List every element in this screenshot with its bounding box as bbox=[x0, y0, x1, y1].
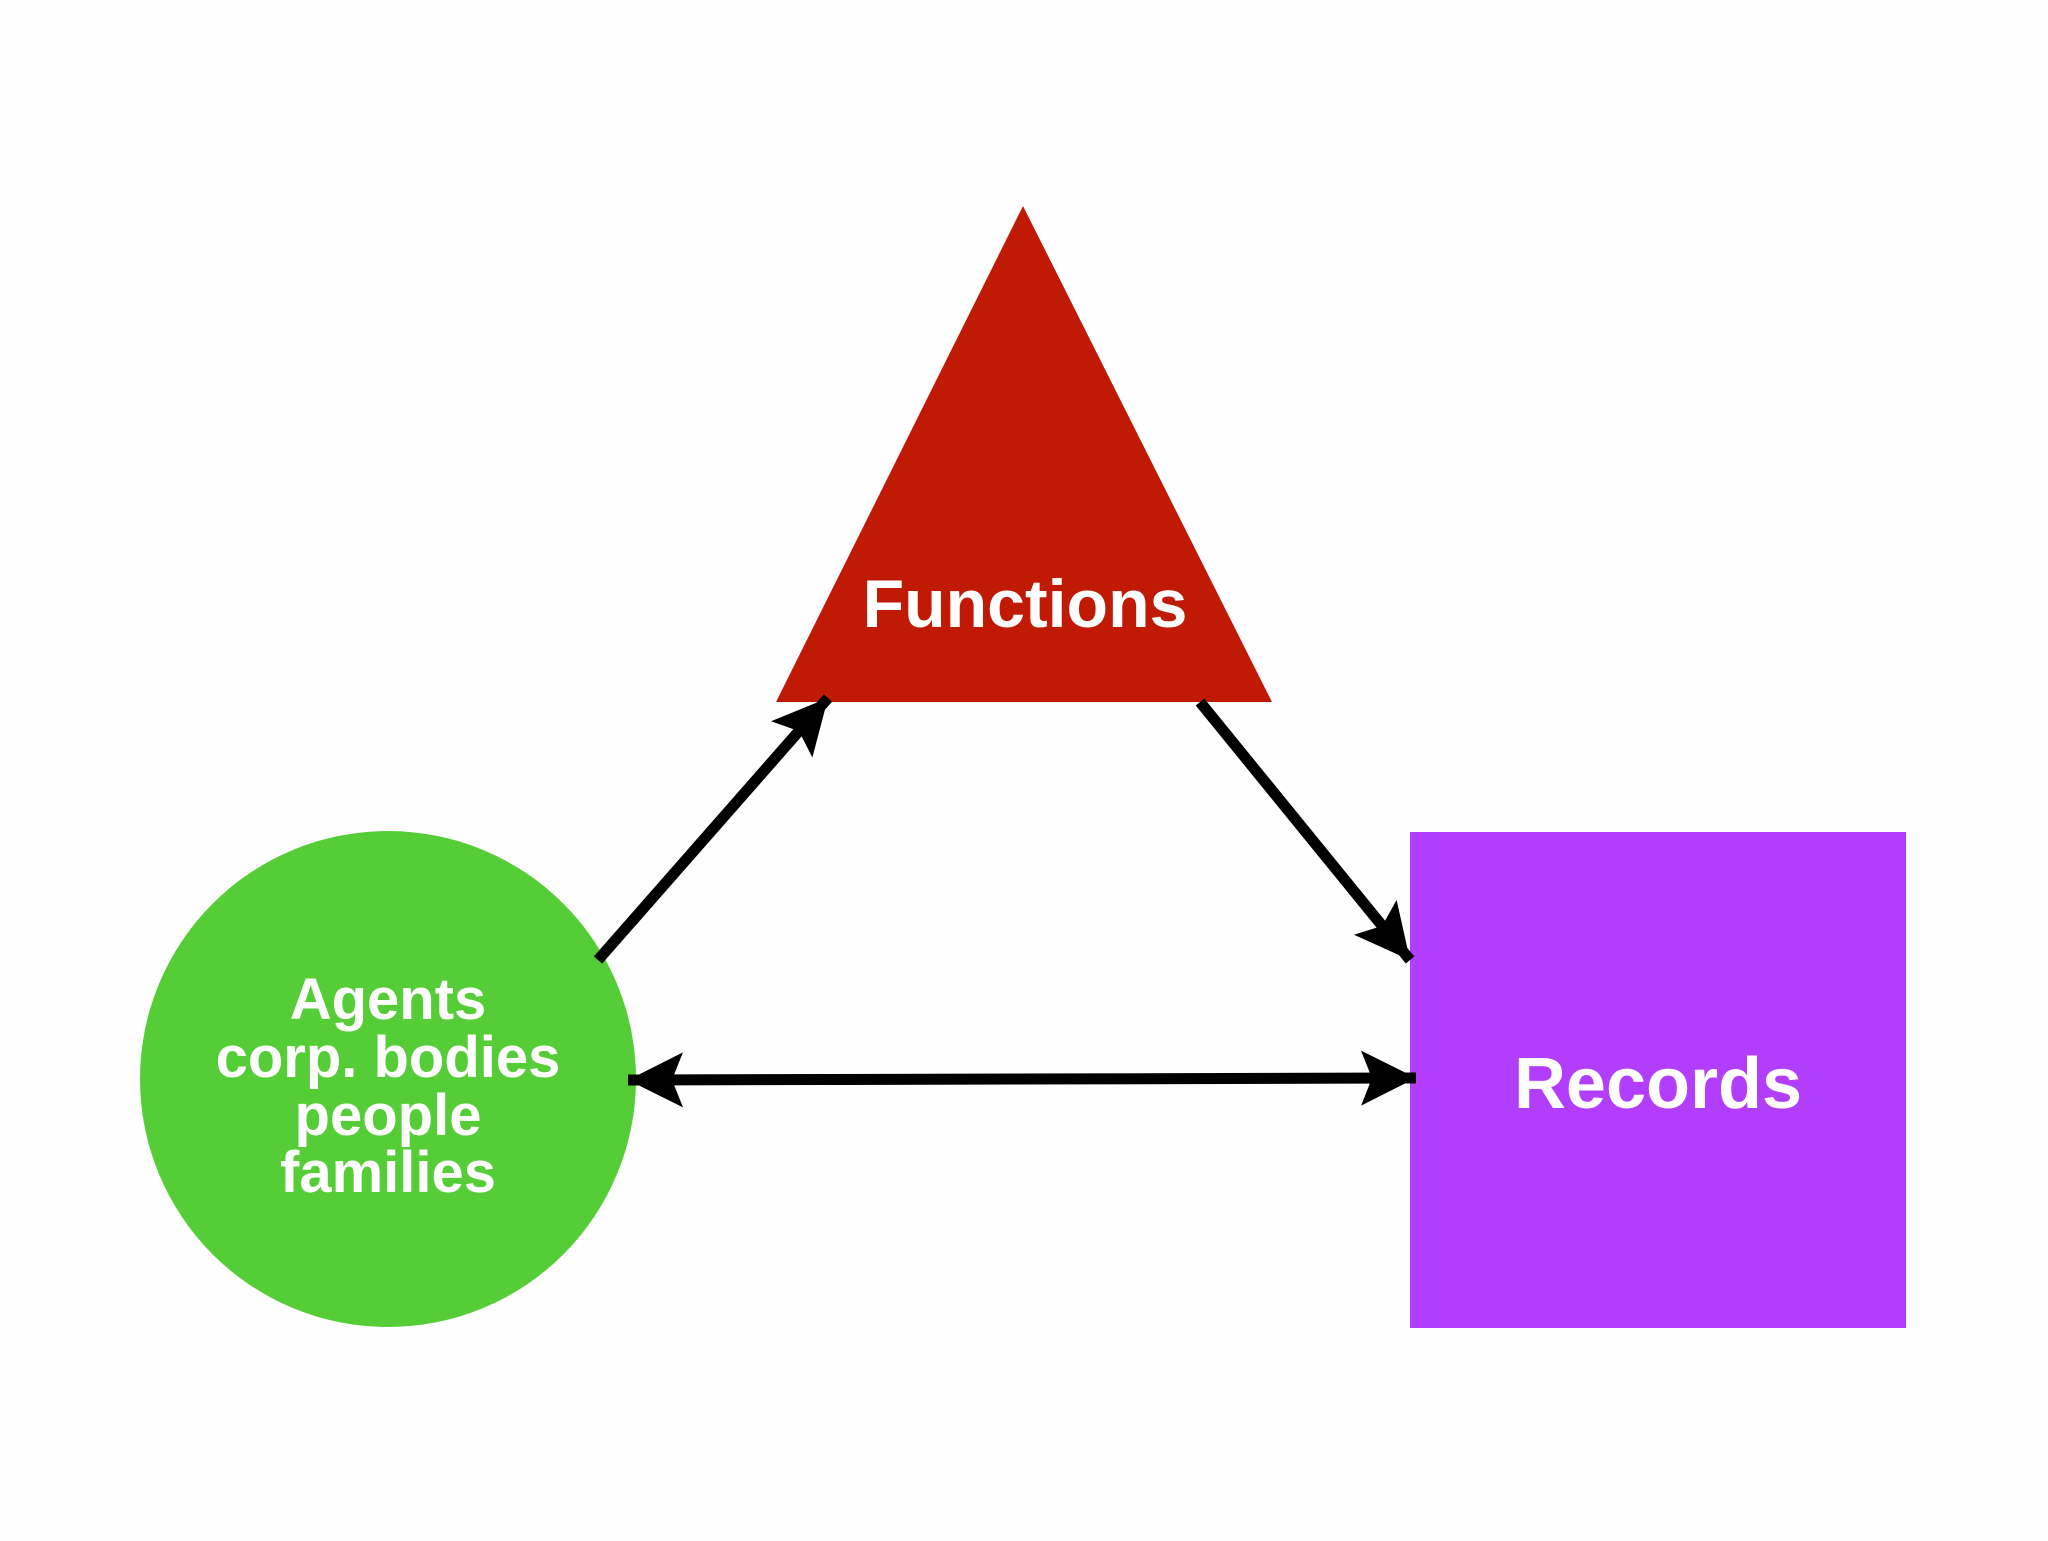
functions-triangle bbox=[776, 206, 1272, 702]
arrow-agents-records-bidirectional bbox=[627, 1050, 1417, 1108]
agents-circle bbox=[140, 831, 636, 1327]
records-label: Records bbox=[1514, 1044, 1802, 1124]
arrow-functions-to-records bbox=[1195, 698, 1415, 964]
records-square bbox=[1410, 832, 1906, 1328]
functions-node: Functions bbox=[776, 206, 1272, 702]
agents-label-line-2: corp. bodies bbox=[216, 1025, 561, 1090]
agents-label-line-1: Agents bbox=[290, 967, 487, 1032]
arrow-agents-to-functions bbox=[593, 694, 833, 964]
agents-label-line-4: families bbox=[280, 1140, 496, 1205]
agents-node: Agents corp. bodies people families bbox=[140, 831, 636, 1327]
agents-label-line-3: people bbox=[295, 1083, 482, 1148]
functions-label: Functions bbox=[863, 566, 1188, 642]
records-node: Records bbox=[1410, 832, 1906, 1328]
